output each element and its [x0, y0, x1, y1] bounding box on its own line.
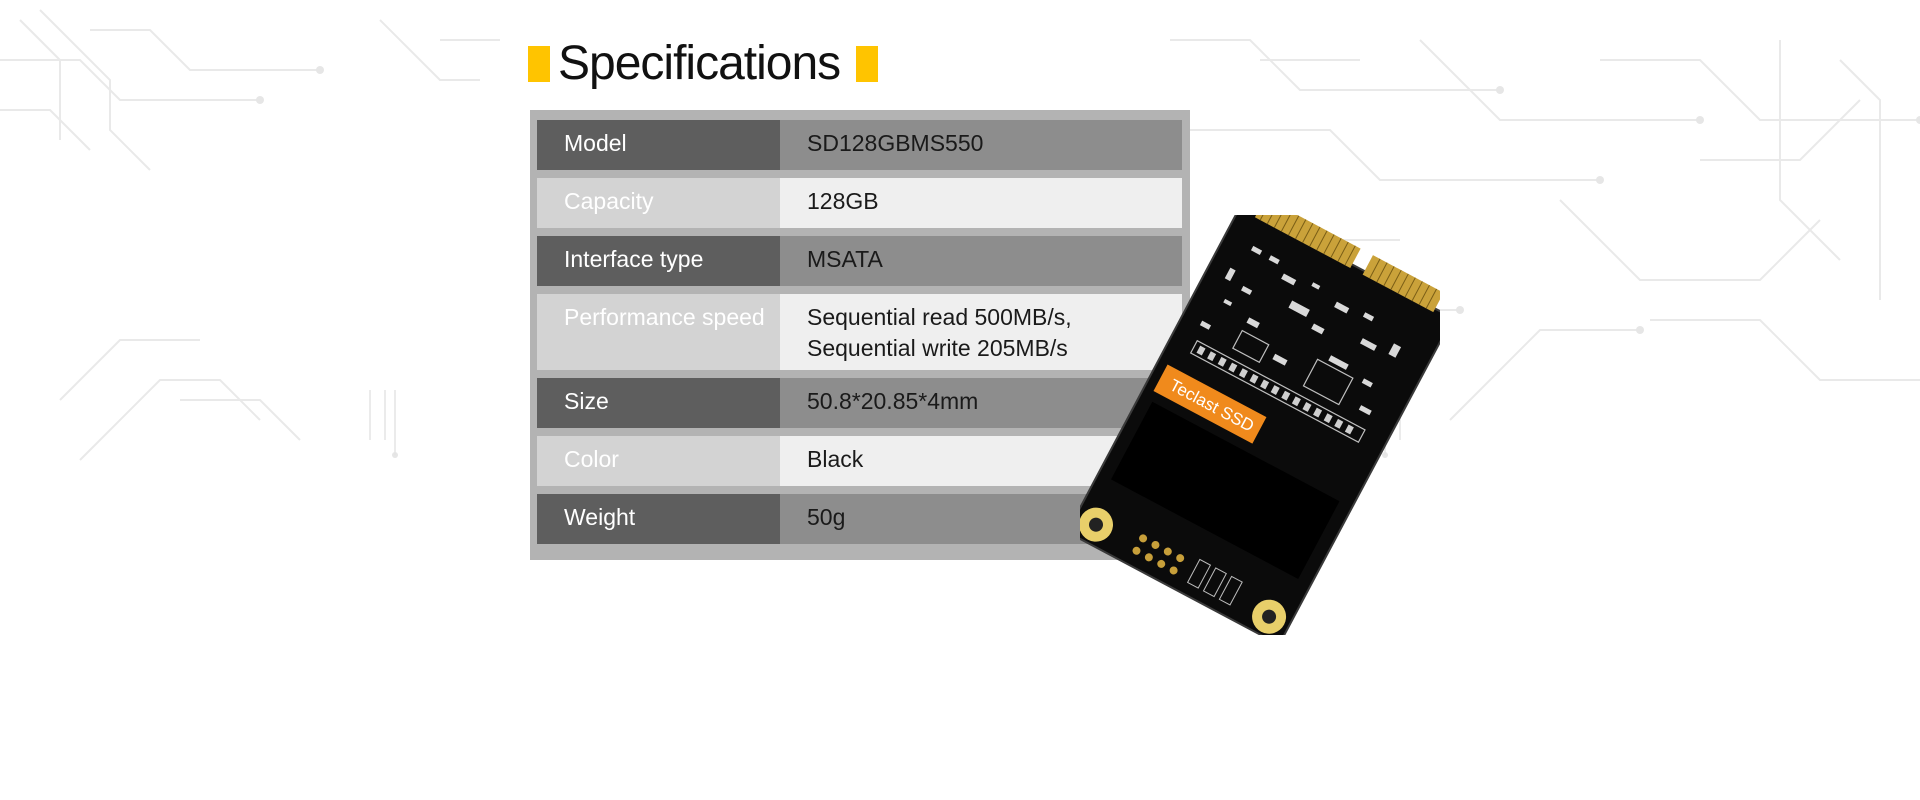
spec-value-line: Sequential write 205MB/s — [807, 335, 1068, 361]
spec-label: Size — [537, 378, 780, 428]
spec-row-capacity: Capacity 128GB — [537, 178, 1183, 228]
spec-value-line: Sequential read 500MB/s, — [807, 304, 1072, 330]
spec-label: Performance speed — [537, 294, 780, 370]
spec-row-model: Model SD128GBMS550 — [537, 120, 1183, 170]
mounting-hole — [1080, 507, 1114, 542]
spec-value: 128GB — [780, 178, 1182, 228]
spec-value: 50.8*20.85*4mm — [780, 378, 1182, 428]
spec-label: Model — [537, 120, 780, 170]
spec-label: Color — [537, 436, 780, 486]
spec-label: Weight — [537, 494, 780, 544]
spec-label: Interface type — [537, 236, 780, 286]
page-title: Specifications — [558, 37, 841, 90]
spec-row-size: Size 50.8*20.85*4mm — [537, 378, 1183, 428]
spec-row-interface-type: Interface type MSATA — [537, 236, 1183, 286]
spec-row-performance-speed: Performance speed Sequential read 500MB/… — [537, 294, 1183, 370]
heading-accent-bar-left — [528, 46, 550, 82]
spec-value: SD128GBMS550 — [780, 120, 1182, 170]
brand-label — [1153, 364, 1267, 444]
spec-value: Sequential read 500MB/s, Sequential writ… — [780, 294, 1182, 370]
spec-value: MSATA — [780, 236, 1182, 286]
mounting-hole — [1252, 599, 1287, 634]
section-heading: Specifications — [528, 36, 879, 92]
heading-accent-bar-right — [856, 46, 879, 82]
ssd-product-image: Teclast SSD — [1080, 215, 1440, 635]
spec-label: Capacity — [537, 178, 780, 228]
